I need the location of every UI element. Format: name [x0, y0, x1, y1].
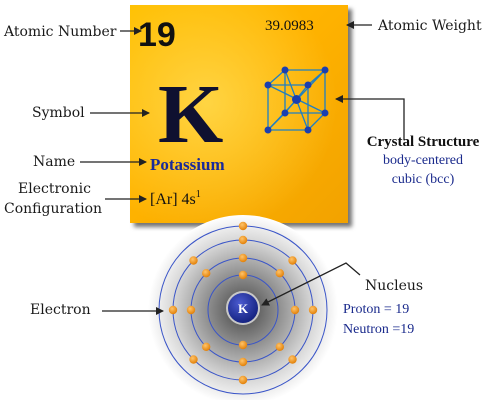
nucleus-symbol: K: [238, 301, 249, 316]
label-electron: Electron: [30, 302, 91, 318]
arrow-crystal-structure: [335, 95, 405, 140]
configuration-superscript: 1: [196, 189, 201, 200]
label-name: Name: [33, 154, 75, 170]
electron: [202, 342, 211, 351]
neutron-count: Neutron =19: [343, 322, 414, 337]
electron: [238, 357, 248, 367]
label-nucleus: Nucleus: [365, 278, 423, 294]
element-tile: 19 39.0983 K Potassium [Ar] 4s1: [130, 5, 348, 223]
crystal-structure-line2: cubic (bcc): [392, 172, 455, 187]
atom-model: K: [148, 215, 338, 400]
electron: [238, 340, 248, 350]
electron: [189, 355, 198, 364]
electron: [238, 253, 248, 263]
electron-configuration: [Ar] 4s1: [150, 189, 201, 208]
electron: [308, 305, 318, 315]
electron: [189, 256, 198, 265]
configuration-base: [Ar] 4s: [150, 191, 196, 208]
label-electronic-line1: Electronic: [18, 181, 91, 197]
electron: [186, 305, 196, 315]
electron: [275, 269, 284, 278]
electron: [288, 256, 297, 265]
label-symbol: Symbol: [32, 105, 85, 121]
label-atomic-number: Atomic Number: [3, 24, 117, 40]
label-electronic-line2: Configuration: [4, 201, 102, 217]
label-atomic-weight: Atomic Weight: [377, 18, 482, 34]
atomic-weight-value: 39.0983: [265, 18, 314, 34]
crystal-structure-line1: body-centered: [383, 153, 463, 168]
electron: [275, 342, 284, 351]
crystal-structure-title: Crystal Structure: [367, 134, 480, 150]
element-name: Potassium: [150, 155, 225, 174]
electron: [238, 221, 248, 231]
arrow-nucleus: [261, 262, 361, 306]
electron: [238, 270, 248, 280]
electron: [238, 375, 248, 385]
electron: [238, 235, 248, 245]
atomic-number-value: 19: [138, 16, 176, 54]
bcc-crystal-icon: [264, 66, 329, 134]
electrons: [168, 221, 318, 385]
nucleus: [226, 291, 260, 325]
electron: [288, 355, 297, 364]
electron: [168, 305, 178, 315]
element-symbol: K: [158, 68, 223, 161]
proton-count: Proton = 19: [343, 302, 409, 317]
electron: [290, 305, 300, 315]
electron: [202, 269, 211, 278]
tile-glow: [130, 5, 348, 223]
